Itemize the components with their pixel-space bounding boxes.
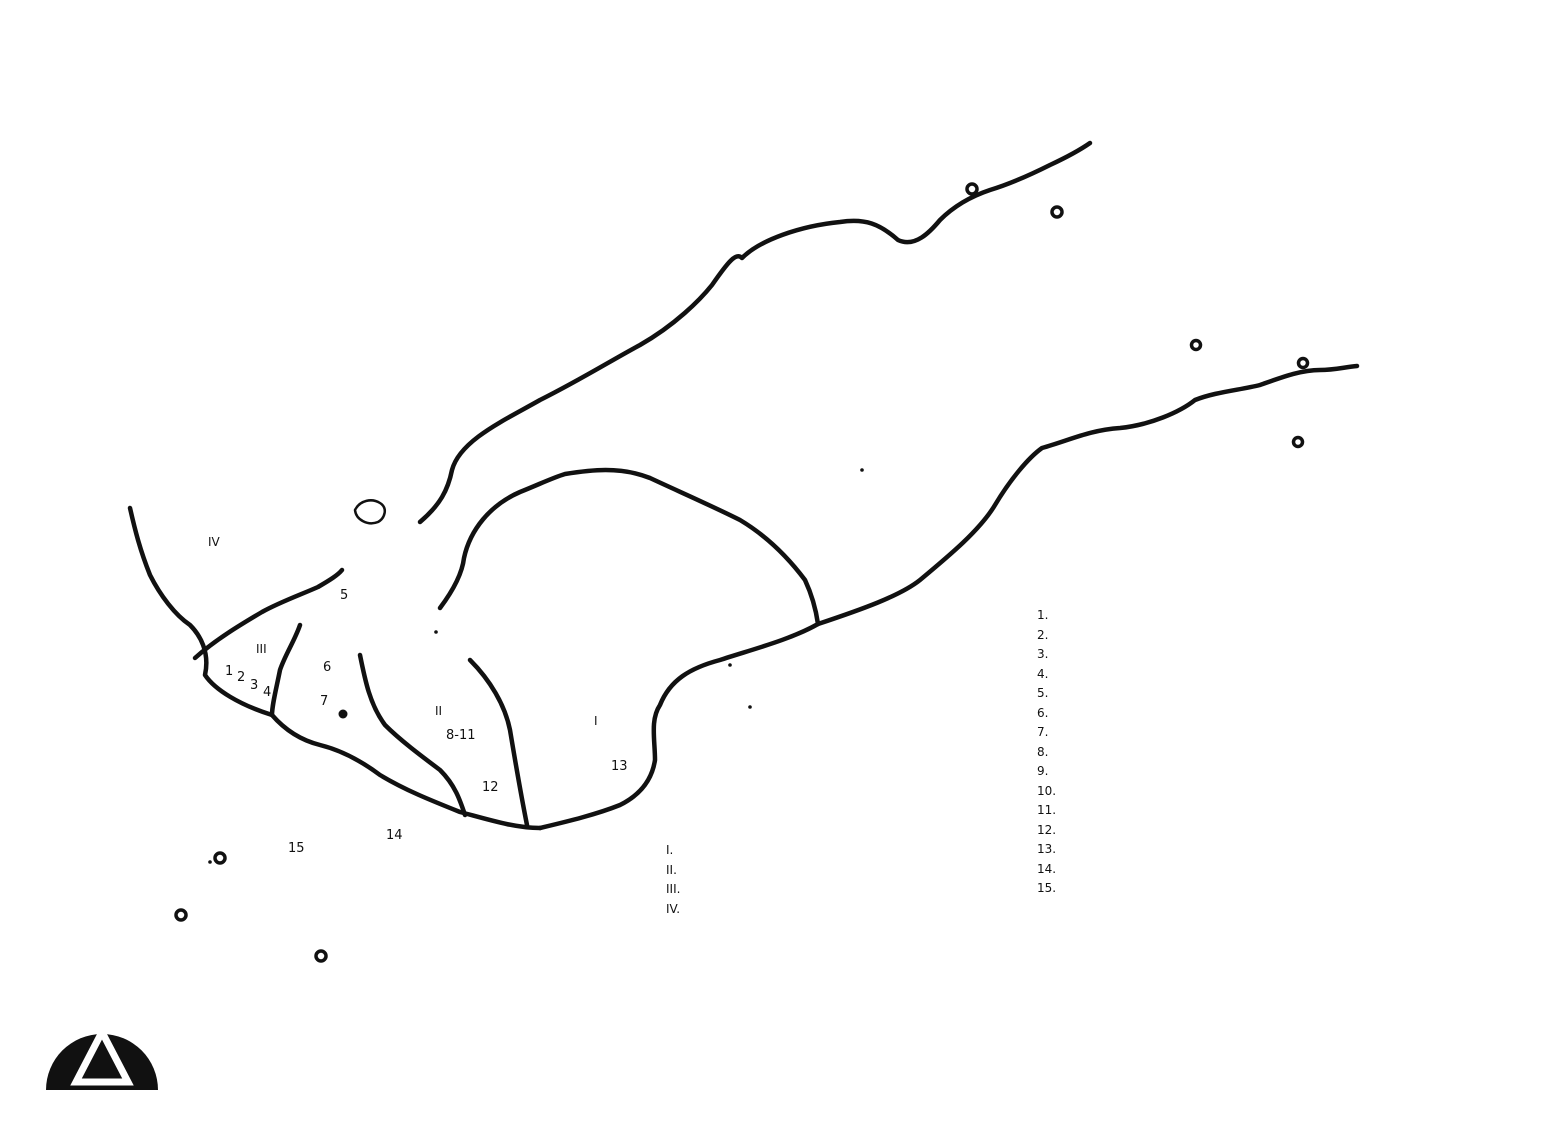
publisher-logo xyxy=(46,990,176,1094)
logo-triangle-icon xyxy=(70,1024,134,1086)
river-northern xyxy=(417,140,1093,525)
site-number: 2 xyxy=(237,670,246,685)
zone-numeral: III xyxy=(256,642,267,656)
legend-zone-item: III. xyxy=(666,882,681,896)
river-west-tributary xyxy=(357,652,468,818)
legend-zone-item: I. xyxy=(666,843,674,857)
site-number: 4 xyxy=(263,685,272,700)
legend-site-item: 3. xyxy=(1037,647,1049,661)
zone-numeral: IV xyxy=(208,535,220,549)
site-number: 15 xyxy=(288,841,305,856)
site-number: 13 xyxy=(611,759,628,774)
legend-site-item: 10. xyxy=(1037,783,1057,798)
legend-site-item: 12. xyxy=(1037,822,1057,837)
dot xyxy=(208,860,212,864)
legend-site-item: 6. xyxy=(1037,705,1049,720)
zone-numeral: II xyxy=(435,704,443,718)
legend-zones: I. II. III. IV. xyxy=(666,841,680,919)
legend-site-item: 8. xyxy=(1037,744,1049,759)
dot xyxy=(860,468,864,472)
legend-site-item: 13. xyxy=(1037,842,1057,856)
site-number: 1 xyxy=(225,664,234,679)
settlement-marker xyxy=(1291,435,1305,449)
logo-disc-icon xyxy=(46,1034,158,1090)
dot xyxy=(748,705,752,709)
stream-inner xyxy=(269,622,303,718)
site-number: 6 xyxy=(323,660,332,675)
settlement-marker xyxy=(1296,356,1310,370)
legend-site-item: 9. xyxy=(1037,764,1049,778)
river-southern-bank xyxy=(269,712,543,831)
settlement-marker xyxy=(1189,338,1203,352)
legend-site-item: 14. xyxy=(1037,861,1057,876)
settlement-marker xyxy=(314,949,328,963)
legend-site-item: 15. xyxy=(1037,881,1057,895)
legend-site-item: 4. xyxy=(1037,666,1049,681)
site-number: 3 xyxy=(250,678,259,693)
river-cheremis-tskali xyxy=(815,363,1360,627)
legend-site-item: 5. xyxy=(1037,686,1049,700)
settlement-marker xyxy=(174,908,188,922)
lake-tbanveri xyxy=(353,499,386,525)
legend-zone-item: IV. xyxy=(666,901,681,916)
settlement-marker xyxy=(965,182,979,196)
legend-site-item: 2. xyxy=(1037,627,1049,642)
site-marker-filled xyxy=(338,709,348,719)
zone-numeral: I xyxy=(594,714,598,728)
site-number: 7 xyxy=(320,694,329,709)
legend-site-item: 1. xyxy=(1037,608,1049,622)
site-number: 14 xyxy=(386,828,403,843)
site-number: 5 xyxy=(340,588,349,603)
legend-site-item: 7. xyxy=(1037,725,1049,739)
site-number: 12 xyxy=(482,780,499,795)
dot xyxy=(728,663,732,667)
settlement-marker xyxy=(1050,205,1064,219)
legend-sites: 1. 2. 3. 4. 5. 6. 7. 8. 9. 10. 11. 12. 1… xyxy=(1037,606,1056,899)
settlement-marker xyxy=(213,851,227,865)
stream-citadel xyxy=(192,567,345,661)
river-western-channel xyxy=(127,505,275,718)
site-number: 8-11 xyxy=(446,728,476,743)
dot xyxy=(434,630,438,634)
legend-zone-item: II. xyxy=(666,862,677,877)
river-main-loop xyxy=(437,467,821,831)
legend-site-item: 11. xyxy=(1037,803,1057,817)
river-east-tributary xyxy=(467,657,530,828)
